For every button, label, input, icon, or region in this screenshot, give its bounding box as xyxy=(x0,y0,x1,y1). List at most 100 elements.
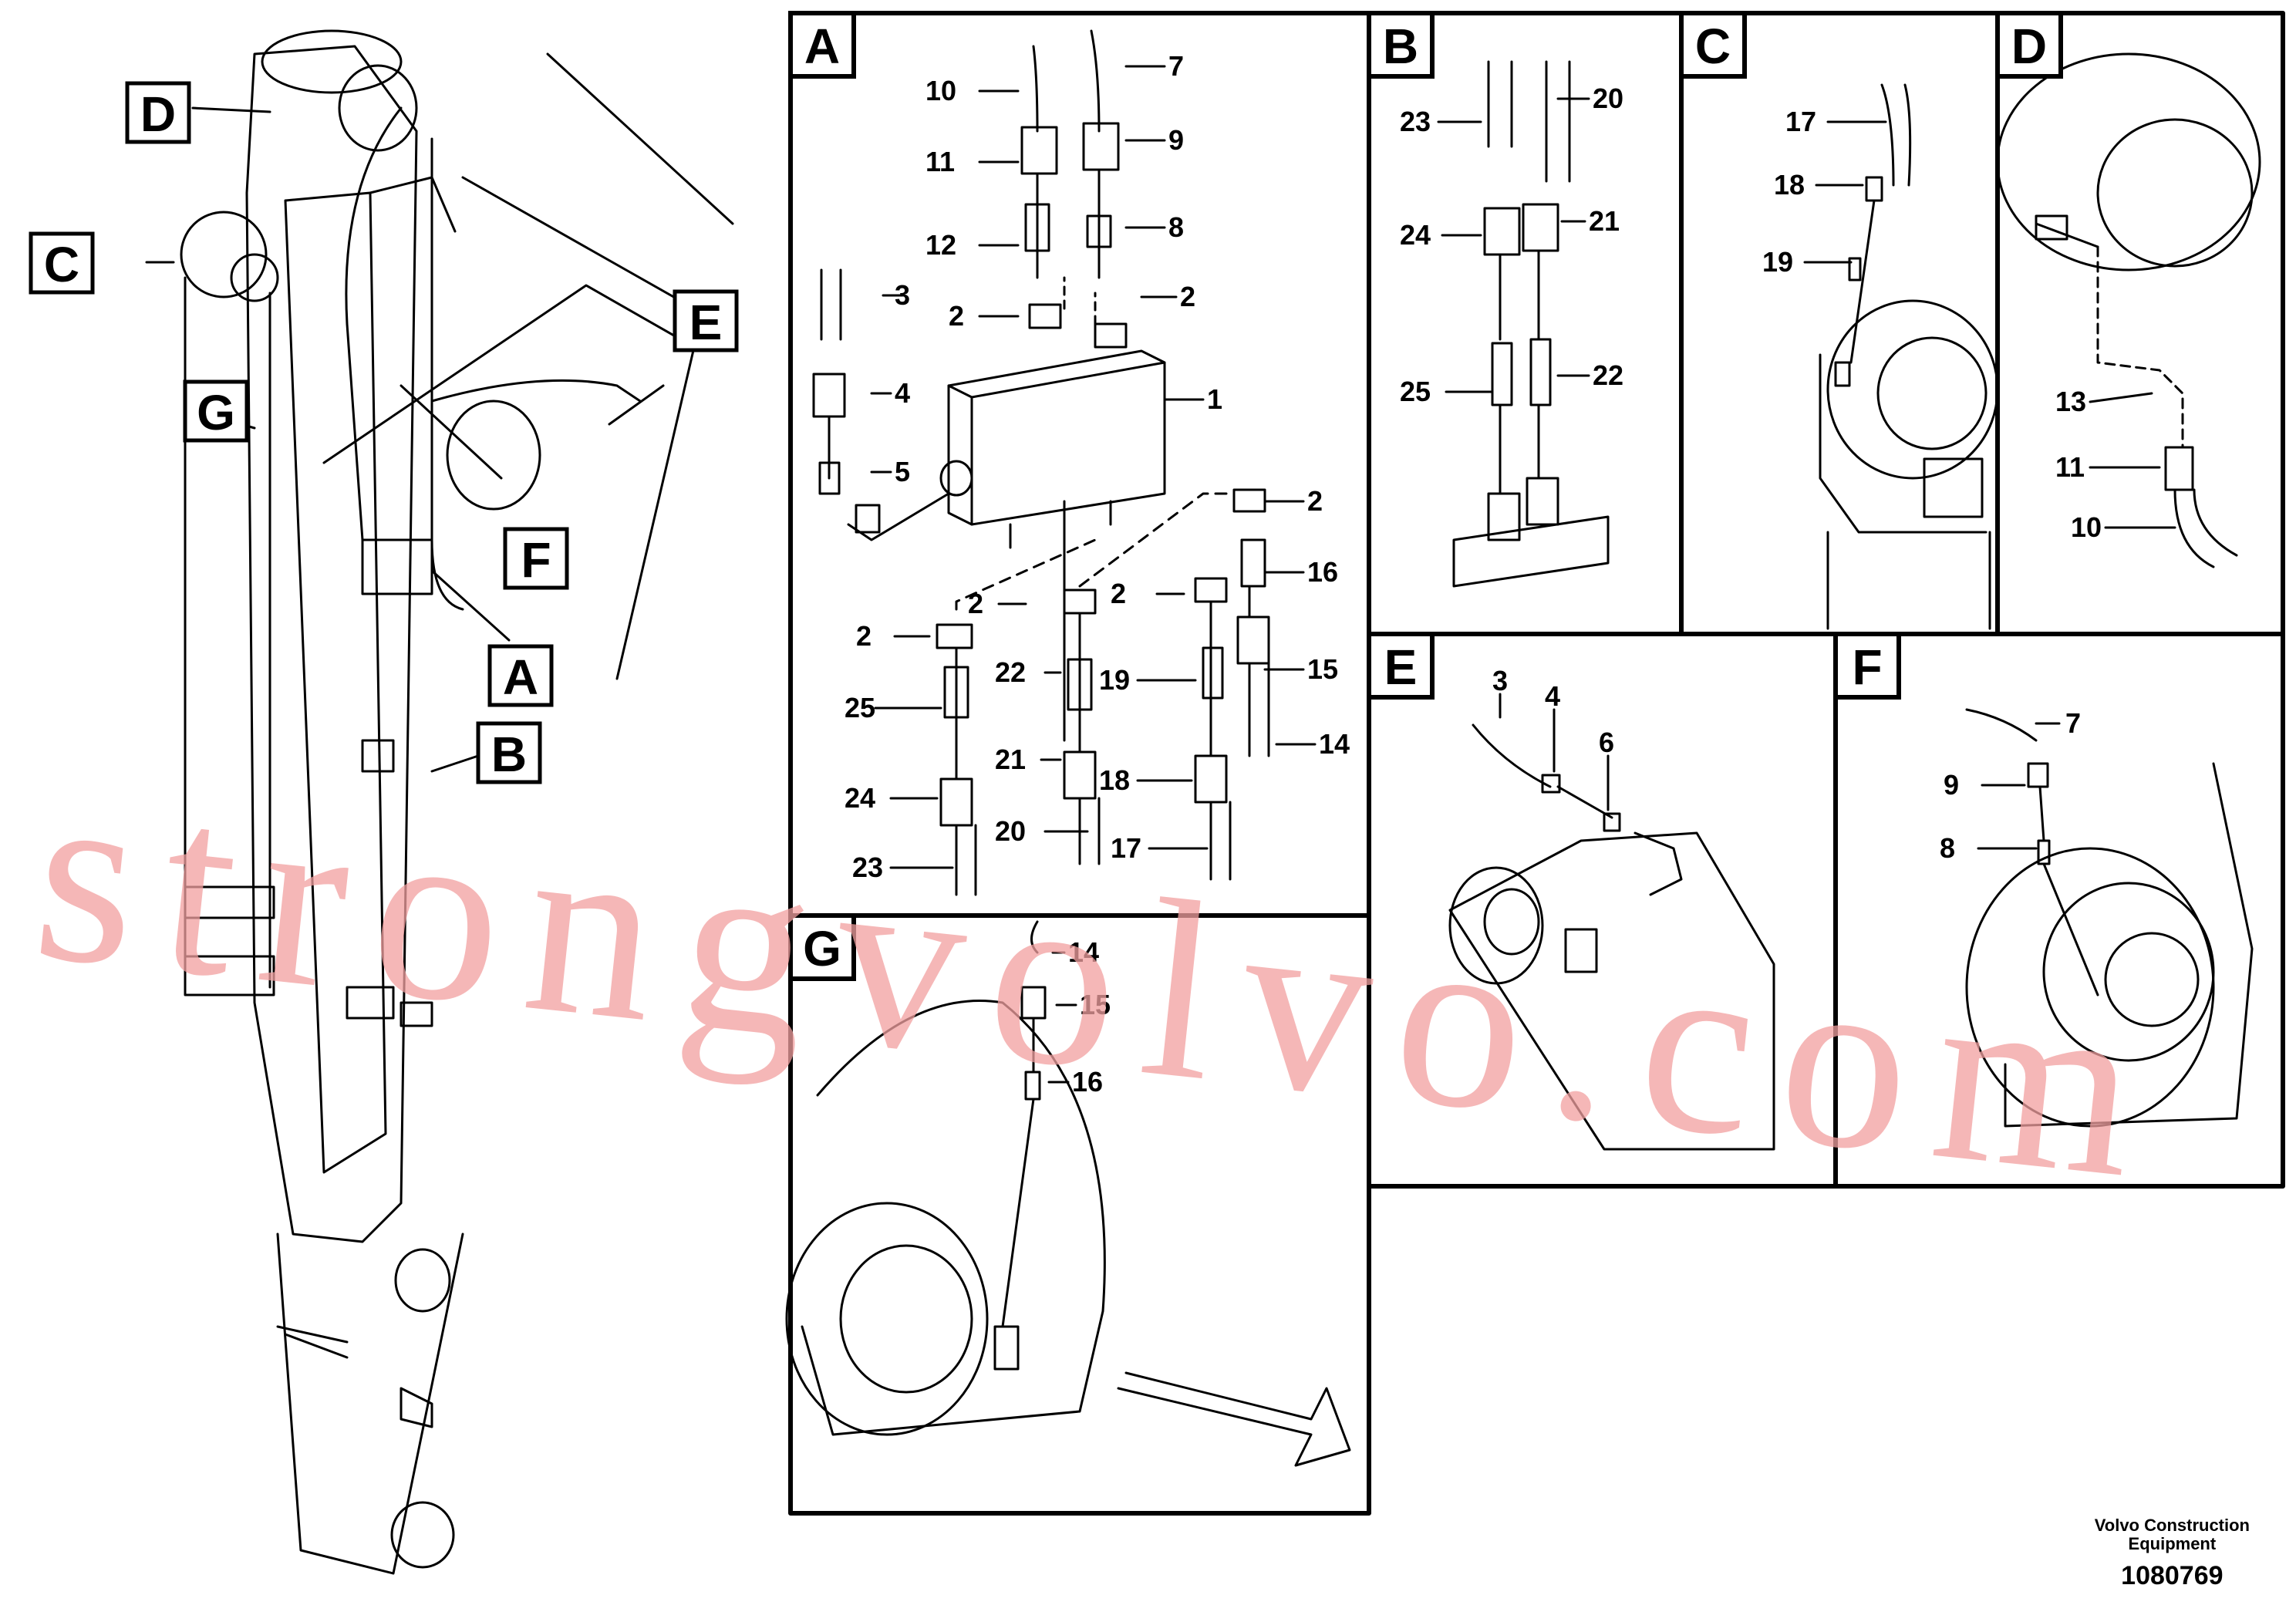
callout-c: C xyxy=(29,231,95,295)
part-label: 24 xyxy=(845,782,875,814)
part-label: 2 xyxy=(1307,485,1323,517)
part-label: 20 xyxy=(995,815,1026,847)
panel-a-labels: 10 7 11 9 12 8 3 2 2 1 4 5 2 2 16 2 2 22… xyxy=(845,50,1350,883)
part-label: 3 xyxy=(1492,665,1508,696)
panel-g-drawing xyxy=(785,920,1351,1467)
panel-a-frame xyxy=(788,11,1371,918)
panel-c-drawing xyxy=(1819,83,1999,630)
part-label: 14 xyxy=(1319,728,1350,760)
svg-text:F: F xyxy=(521,532,551,588)
panel-b-labels: 23 20 24 21 25 22 xyxy=(1400,83,1623,407)
part-label: 2 xyxy=(1180,281,1195,312)
part-label: 23 xyxy=(1400,106,1431,137)
footer-reference: Volvo Construction Equipment 1080769 xyxy=(2095,1516,2250,1591)
part-label: 11 xyxy=(2055,451,2085,483)
panel-f-labels: 7 9 8 xyxy=(1940,707,2081,864)
panel-e-caption: E xyxy=(1367,632,1435,700)
panel-c-caption: C xyxy=(1679,11,1747,79)
callout-b: B xyxy=(476,721,542,784)
brand-line-2: Equipment xyxy=(2128,1534,2217,1553)
svg-text:G: G xyxy=(197,385,235,440)
panel-g-frame xyxy=(788,913,1371,1516)
boom-arm-drawing xyxy=(180,29,734,1575)
part-label: 24 xyxy=(1400,219,1431,251)
callout-e: E xyxy=(673,289,739,352)
panel-f-caption: F xyxy=(1833,632,1901,700)
part-label: 17 xyxy=(1111,832,1141,864)
panel-c-labels: 17 18 19 xyxy=(1762,106,1816,278)
part-label: 8 xyxy=(1168,211,1184,243)
part-label: 1 xyxy=(1207,383,1222,415)
part-label: 16 xyxy=(1072,1066,1103,1098)
reference-number: 1080769 xyxy=(2121,1561,2224,1590)
part-label: 7 xyxy=(1168,50,1184,82)
callout-f: F xyxy=(503,527,569,590)
part-label: 2 xyxy=(968,588,983,619)
part-label: 20 xyxy=(1593,83,1623,114)
part-label: 10 xyxy=(2071,511,2102,543)
panel-d-drawing xyxy=(1996,52,2261,568)
part-label: 2 xyxy=(949,300,964,332)
part-label: 13 xyxy=(2055,386,2086,417)
part-label: 4 xyxy=(895,377,910,409)
part-label: 23 xyxy=(852,851,883,883)
part-label: 15 xyxy=(1307,653,1338,685)
part-label: 22 xyxy=(995,656,1026,688)
part-label: 7 xyxy=(2065,707,2081,739)
part-label: 9 xyxy=(1168,124,1184,156)
svg-text:F: F xyxy=(1852,639,1882,695)
svg-text:E: E xyxy=(1384,639,1418,695)
panel-b-drawing xyxy=(1452,60,1610,588)
part-label: 9 xyxy=(1944,769,1959,801)
panel-f-drawing xyxy=(1965,708,2254,1128)
svg-text:A: A xyxy=(503,649,538,705)
brand-line-1: Volvo Construction xyxy=(2094,1516,2250,1535)
part-label: 21 xyxy=(995,744,1026,775)
part-label: 4 xyxy=(1545,680,1560,712)
panel-g-labels: 14 15 16 xyxy=(1068,936,1111,1098)
svg-text:C: C xyxy=(44,237,79,292)
part-label: 2 xyxy=(1111,578,1126,609)
callout-a: A xyxy=(487,644,554,707)
part-label: 11 xyxy=(925,146,955,177)
panel-d-caption: D xyxy=(1995,11,2063,79)
part-label: 15 xyxy=(1080,989,1111,1020)
panel-e-drawing xyxy=(1448,723,1775,1151)
part-label: 10 xyxy=(925,75,956,106)
part-label: 5 xyxy=(895,456,910,487)
panel-a-caption: A xyxy=(788,11,856,79)
svg-text:D: D xyxy=(2011,19,2047,74)
part-label: 2 xyxy=(856,620,872,652)
part-label: 8 xyxy=(1940,832,1955,864)
part-label: 22 xyxy=(1593,359,1623,391)
part-label: 25 xyxy=(1400,376,1431,407)
callout-g: G xyxy=(183,379,249,443)
part-label: 19 xyxy=(1099,664,1130,696)
part-label: 14 xyxy=(1068,936,1099,968)
part-label: 17 xyxy=(1785,106,1816,137)
part-label: 6 xyxy=(1599,727,1614,758)
svg-text:D: D xyxy=(140,86,176,142)
part-label: 18 xyxy=(1774,169,1805,201)
part-label: 19 xyxy=(1762,246,1793,278)
part-label: 18 xyxy=(1099,764,1130,796)
callout-d: D xyxy=(125,81,191,144)
svg-text:C: C xyxy=(1695,19,1731,74)
panel-c-frame xyxy=(1679,11,2000,636)
panel-g-caption: G xyxy=(788,913,856,981)
part-label: 25 xyxy=(845,692,875,723)
svg-text:A: A xyxy=(804,19,840,74)
panel-f-frame xyxy=(1833,632,2285,1189)
part-label: 3 xyxy=(895,279,910,311)
label-leaders xyxy=(870,65,2176,1084)
panel-e-labels: 3 4 6 xyxy=(1492,665,1614,758)
part-label: 12 xyxy=(925,229,956,261)
svg-text:G: G xyxy=(803,921,841,976)
part-label: 16 xyxy=(1307,556,1338,588)
distribution-block-drawing xyxy=(812,29,1270,896)
panel-b-caption: B xyxy=(1367,11,1435,79)
svg-text:B: B xyxy=(1383,19,1418,74)
part-label: 21 xyxy=(1589,205,1620,237)
svg-text:E: E xyxy=(689,295,723,350)
